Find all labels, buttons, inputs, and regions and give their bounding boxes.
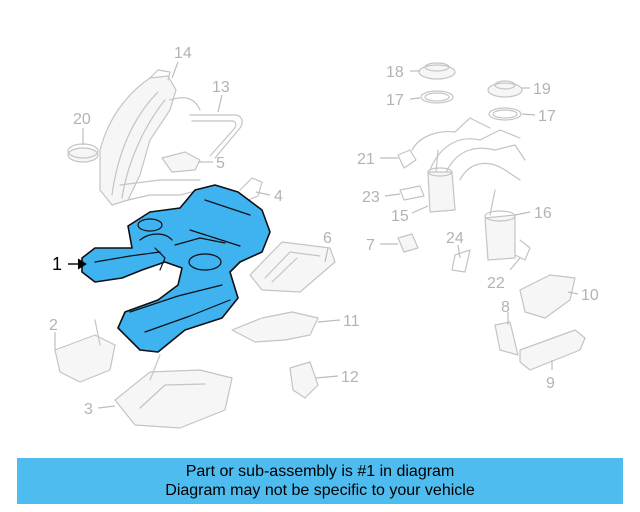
part-9-rail	[519, 329, 586, 371]
callout-11: 11	[343, 313, 360, 330]
callout-22: 22	[487, 275, 505, 292]
callout-3: 3	[84, 401, 93, 418]
callout-labels: 1 14 13 20 5 4 6 2 3 11 12 18 17 19 17 2…	[49, 45, 599, 418]
part-19-cap	[487, 80, 523, 98]
callout-24: 24	[446, 230, 464, 247]
part-2-bracket	[54, 319, 116, 383]
part-22-connector	[514, 239, 531, 261]
callout-15: 15	[391, 208, 409, 225]
callout-20: 20	[73, 111, 91, 128]
callout-10: 10	[581, 287, 599, 304]
part-24-bracket	[451, 249, 471, 273]
part-7-sensor	[397, 233, 419, 253]
part-15-fuel-pump	[427, 149, 456, 213]
callout-14: 14	[174, 45, 192, 62]
fuel-tank-part-1[interactable]	[81, 184, 271, 353]
part-18-cap	[418, 62, 456, 80]
callout-5: 5	[216, 155, 225, 172]
part-12-bracket	[289, 361, 319, 399]
callout-17-right: 17	[538, 108, 556, 125]
part-20-cap	[67, 143, 99, 163]
leader-lines	[54, 61, 579, 409]
part-6-shield	[249, 241, 336, 293]
part-16-sending-unit	[484, 189, 516, 261]
part-17-seal-right	[488, 107, 522, 121]
part-14-filler-tubes	[99, 69, 201, 206]
fuel-lines	[411, 117, 526, 181]
part-11-bracket	[231, 311, 319, 343]
callout-23: 23	[362, 189, 380, 206]
callout-21: 21	[357, 151, 375, 168]
callout-12: 12	[341, 369, 359, 386]
part-10-bracket	[519, 274, 576, 319]
callout-4: 4	[274, 188, 283, 205]
callout-8: 8	[501, 299, 510, 316]
callout-19: 19	[533, 81, 551, 98]
callout-7: 7	[366, 237, 375, 254]
part-17-seal-left	[420, 90, 454, 104]
part-8-clip	[494, 321, 519, 356]
part-5-bracket	[161, 151, 201, 173]
callout-17-left: 17	[386, 92, 404, 109]
callout-2: 2	[49, 317, 58, 334]
banner-line-1: Part or sub-assembly is #1 in diagram	[185, 463, 455, 480]
part-3-skid-plate	[114, 354, 233, 429]
callout-6: 6	[323, 230, 332, 247]
callout-9: 9	[546, 375, 555, 392]
callout-18: 18	[386, 64, 404, 81]
part-13-hose	[189, 114, 243, 159]
info-banner: Part or sub-assembly is #1 in diagram Di…	[17, 458, 623, 504]
part-4-clip	[239, 177, 263, 201]
callout-1[interactable]: 1	[52, 254, 62, 274]
callout-13: 13	[212, 79, 230, 96]
part-23-fitting	[399, 185, 425, 201]
part-21-fitting	[397, 149, 417, 169]
banner-line-2: Diagram may not be specific to your vehi…	[165, 482, 475, 499]
callout-16: 16	[534, 205, 552, 222]
